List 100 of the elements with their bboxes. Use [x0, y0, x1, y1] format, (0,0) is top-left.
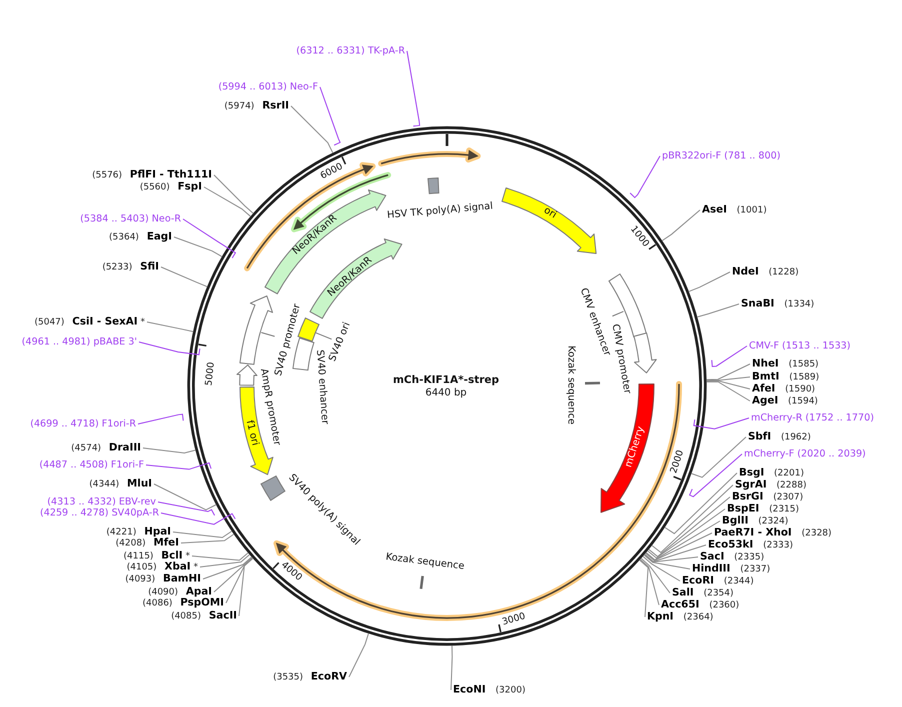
primer-label: (5994 .. 6013) Neo-F	[218, 81, 318, 93]
enzyme-site-label: BsgI (2201)	[739, 466, 804, 480]
leader-line	[706, 364, 750, 380]
enzyme-site-label: BglII (2324)	[722, 514, 788, 528]
scale-number: 3000	[501, 612, 527, 628]
leader-line	[706, 380, 750, 390]
enzyme-site-label: HindIII (2337)	[692, 562, 770, 576]
enzyme-site-label: (4105) XbaI*	[126, 560, 198, 574]
leader-line	[688, 272, 730, 292]
leader-line	[192, 552, 249, 561]
leader-line	[646, 520, 720, 560]
enzyme-site-label: (4574) DraIII	[71, 442, 141, 454]
primer-leader-line	[689, 454, 742, 498]
leader-line	[180, 534, 234, 544]
enzyme-site-label: SbfI (1962)	[748, 430, 811, 444]
feature-label: ori	[542, 204, 558, 222]
primer-label: CMV-F (1513 .. 1533)	[749, 340, 851, 352]
enzyme-site-label: PaeR7I - XhoI (2328)	[714, 526, 832, 540]
scale-number: 2000	[669, 449, 687, 475]
primer-leader-line	[406, 50, 420, 127]
leader-line	[640, 558, 670, 594]
enzyme-site-label: (4344) MluI	[89, 478, 152, 490]
primer-label: pBR322ori-F (781 .. 800)	[662, 150, 780, 162]
enzyme-site-label: SnaBI (1334)	[741, 298, 814, 310]
primer-label: (4961 .. 4981) pBABE 3'	[22, 336, 137, 348]
enzyme-site-label: Acc65I (2360)	[661, 598, 740, 612]
feature-label: CMV promoter	[610, 323, 633, 395]
enzyme-site-label: (5364) EagI	[109, 230, 172, 244]
leader-line	[644, 544, 706, 562]
enzyme-site-label: (5576) PflFI - Tth111I	[92, 168, 212, 182]
enzyme-site-label: SacI (2335)	[700, 550, 764, 564]
enzyme-site-label: KpnI (2364)	[647, 610, 714, 624]
leader-line	[644, 554, 698, 563]
leader-line	[154, 484, 217, 510]
primer-label: (4259 .. 4278) SV40pA-R	[40, 507, 159, 519]
leader-line	[640, 558, 660, 606]
primer-leader-line	[158, 502, 216, 516]
enzyme-site-label: (4086) PspOMI	[142, 596, 224, 610]
leader-line	[706, 376, 750, 382]
leader-line	[647, 508, 726, 559]
enzyme-site-label: NheI (1585)	[752, 358, 819, 370]
enzyme-site-label: AgeI (1594)	[752, 394, 818, 408]
scale-number: 5000	[204, 362, 218, 386]
primer-label: mCherry-F (2020 .. 2039)	[744, 448, 866, 460]
leader-line	[160, 266, 208, 288]
leader-line	[142, 448, 196, 454]
leader-line	[348, 632, 370, 678]
enzyme-site-label: BmtI (1589)	[752, 370, 820, 384]
plasmid-name: mCh-KIF1A*-strep	[392, 374, 500, 386]
leader-line	[450, 644, 453, 690]
enzyme-site-label: EcoRI (2344)	[682, 574, 754, 588]
enzyme-site-label: SalI (2354)	[672, 586, 734, 600]
leader-line	[696, 304, 740, 318]
feature-label: SV40 ori	[327, 320, 353, 364]
enzyme-site-label: Eco53kI (2333)	[708, 538, 794, 552]
leader-line	[214, 557, 253, 592]
map-feature	[501, 186, 598, 254]
enzyme-site-label: AseI (1001)	[702, 204, 767, 216]
leader-line	[648, 496, 730, 558]
leader-line	[639, 559, 649, 618]
primer-label: (4313 .. 4332) EBV-rev	[47, 496, 156, 508]
leader-line	[644, 554, 690, 570]
primer-label: mCherry-R (1752 .. 1770)	[751, 412, 874, 424]
enzyme-site-label: (4093) BamHI	[125, 572, 201, 586]
primer-leader-line	[182, 218, 236, 258]
primer-leader-line	[630, 156, 660, 198]
leader-line	[690, 436, 746, 478]
primer-label: (4487 .. 4508) F1ori-F	[39, 459, 144, 471]
leader-line	[651, 484, 734, 554]
enzyme-site-label: AfeI (1590)	[752, 382, 816, 396]
enzyme-site-label: BspEI (2315)	[727, 502, 800, 516]
enzyme-site-label: (5047) CsiI - SexAI*	[34, 316, 145, 328]
primer-label: (4699 .. 4718) F1ori-R	[30, 418, 136, 430]
enzyme-site-label: (3535) EcoRV	[273, 670, 347, 684]
primer-leader-line	[693, 418, 750, 430]
enzyme-site-label: BsrGI (2307)	[732, 490, 804, 504]
primer-label: (5384 .. 5403) Neo-R	[80, 213, 181, 225]
primer-leader-line	[160, 512, 236, 525]
feature-marker	[385, 552, 465, 592]
enzyme-site-label: (4090) ApaI	[148, 586, 212, 598]
feature-box	[260, 472, 362, 548]
leader-line	[706, 381, 750, 402]
enzyme-site-label: NdeI (1228)	[732, 266, 799, 278]
primer-leader-line	[146, 462, 212, 470]
feature-label: f1 ori	[243, 419, 261, 447]
scale-number: 6000	[319, 162, 345, 182]
leader-line	[290, 106, 334, 154]
leader-line	[174, 236, 223, 258]
enzyme-site-label: (4115) BclI*	[124, 550, 190, 562]
leader-line	[204, 186, 252, 217]
primer-leader-line	[711, 346, 748, 368]
enzyme-site-label: SgrAI (2288)	[735, 478, 806, 492]
leader-line	[642, 556, 680, 582]
primer-label: (6312 .. 6331) TK-pA-R	[296, 45, 405, 57]
leader-line	[226, 558, 254, 604]
primer-leader-line	[320, 86, 341, 146]
enzyme-site-label: (4221) HpaI	[106, 526, 171, 538]
leader-line	[664, 472, 738, 534]
leader-line	[662, 210, 700, 242]
primer-leader-line	[138, 414, 184, 424]
